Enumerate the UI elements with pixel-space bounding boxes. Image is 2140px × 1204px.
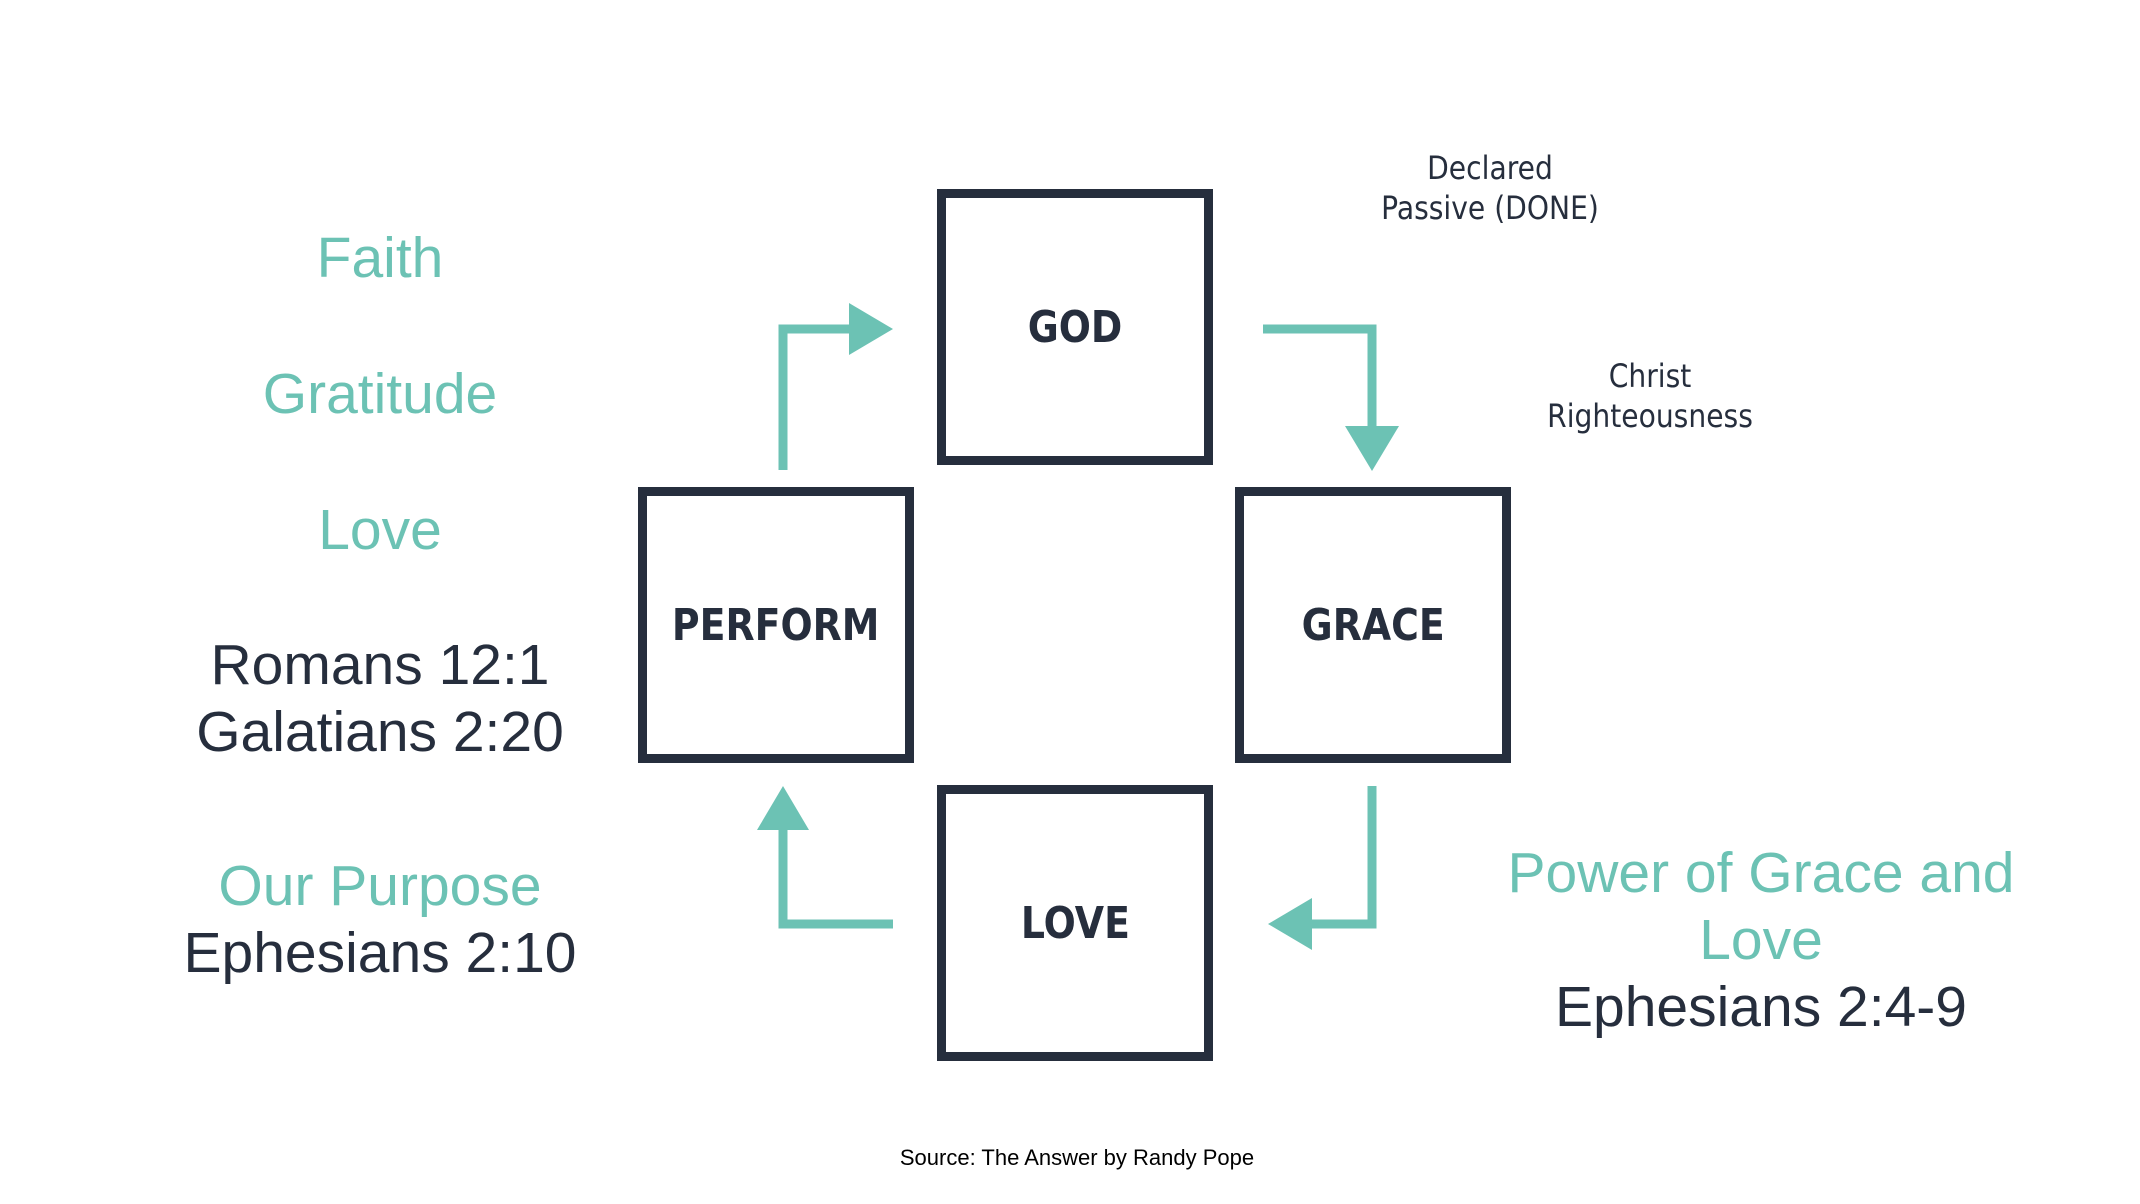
love-label: Love [318,498,442,562]
love-box-label: LOVE [1020,897,1130,949]
our-purpose-label: Our Purpose [218,854,542,918]
galatians-reference: Galatians 2:20 [196,700,564,764]
declared-note-line1: Declared [1427,149,1553,187]
ephesians-2-4-9-reference: Ephesians 2:4-9 [1555,975,1967,1039]
perform-box-label: PERFORM [672,599,880,651]
power-line-2: Love [1699,908,1823,972]
christ-note-line2: Righteousness [1547,397,1753,435]
arrow-up-right-icon [778,303,893,470]
declared-note: Declared Passive (DONE) [1381,148,1599,228]
love-box: LOVE [937,785,1213,1061]
god-box: GOD [937,189,1213,465]
ephesians-2-10-reference: Ephesians 2:10 [183,921,577,985]
christ-righteousness-note: Christ Righteousness [1547,356,1753,436]
romans-reference: Romans 12:1 [210,633,550,697]
grace-box: GRACE [1235,487,1511,763]
arrow-right-down-icon [1263,324,1399,471]
gratitude-label: Gratitude [262,362,498,426]
god-box-label: GOD [1027,301,1123,353]
faith-label: Faith [316,226,444,290]
christ-note-line1: Christ [1608,357,1692,395]
arrow-left-up-icon [757,786,893,929]
power-line-1: Power of Grace and [1507,841,2015,905]
arrow-down-left-icon [1268,786,1377,950]
declared-note-line2: Passive (DONE) [1381,189,1599,227]
power-of-grace-block: Power of Grace and Love Ephesians 2:4-9 [1508,840,2015,1041]
grace-box-label: GRACE [1301,599,1445,651]
perform-box: PERFORM [638,487,914,763]
source-caption: Source: The Answer by Randy Pope [899,1145,1255,1170]
